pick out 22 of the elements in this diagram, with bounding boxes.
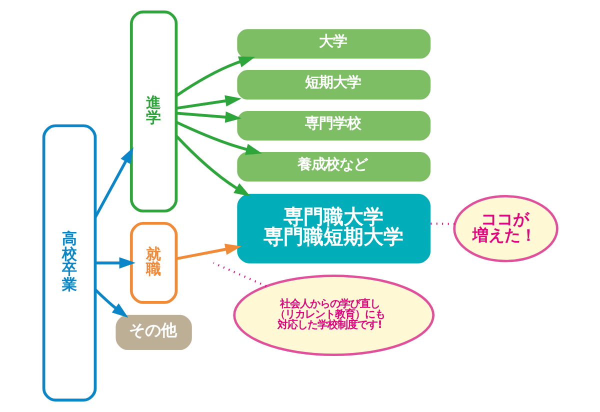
node-box: 短期大学	[236, 70, 430, 100]
node-box: 進学	[130, 10, 178, 212]
arrow	[95, 257, 136, 269]
node-box: 高校卒業	[42, 124, 96, 402]
connector	[430, 222, 454, 226]
connector	[212, 262, 266, 288]
arrow	[176, 111, 242, 123]
arrow	[176, 95, 242, 110]
arrow	[176, 244, 241, 260]
node-box: その他	[115, 314, 192, 350]
node-box: 養成校など	[236, 152, 430, 182]
arrow	[175, 120, 262, 155]
node-box: 大学	[236, 29, 430, 59]
node-box: 専門職大学 専門職短期大学	[236, 194, 430, 264]
node-box: 専門学校	[236, 111, 430, 141]
arrow	[94, 288, 128, 318]
node-ellipse: ココが増えた！	[452, 195, 558, 262]
node-ellipse: 社会人からの学び直し（リカレント教育）にも対応した学校制度です!	[232, 274, 434, 356]
arrow	[175, 56, 255, 97]
arrow	[174, 134, 250, 196]
arrow	[94, 147, 133, 218]
node-box: 就職	[130, 222, 178, 304]
